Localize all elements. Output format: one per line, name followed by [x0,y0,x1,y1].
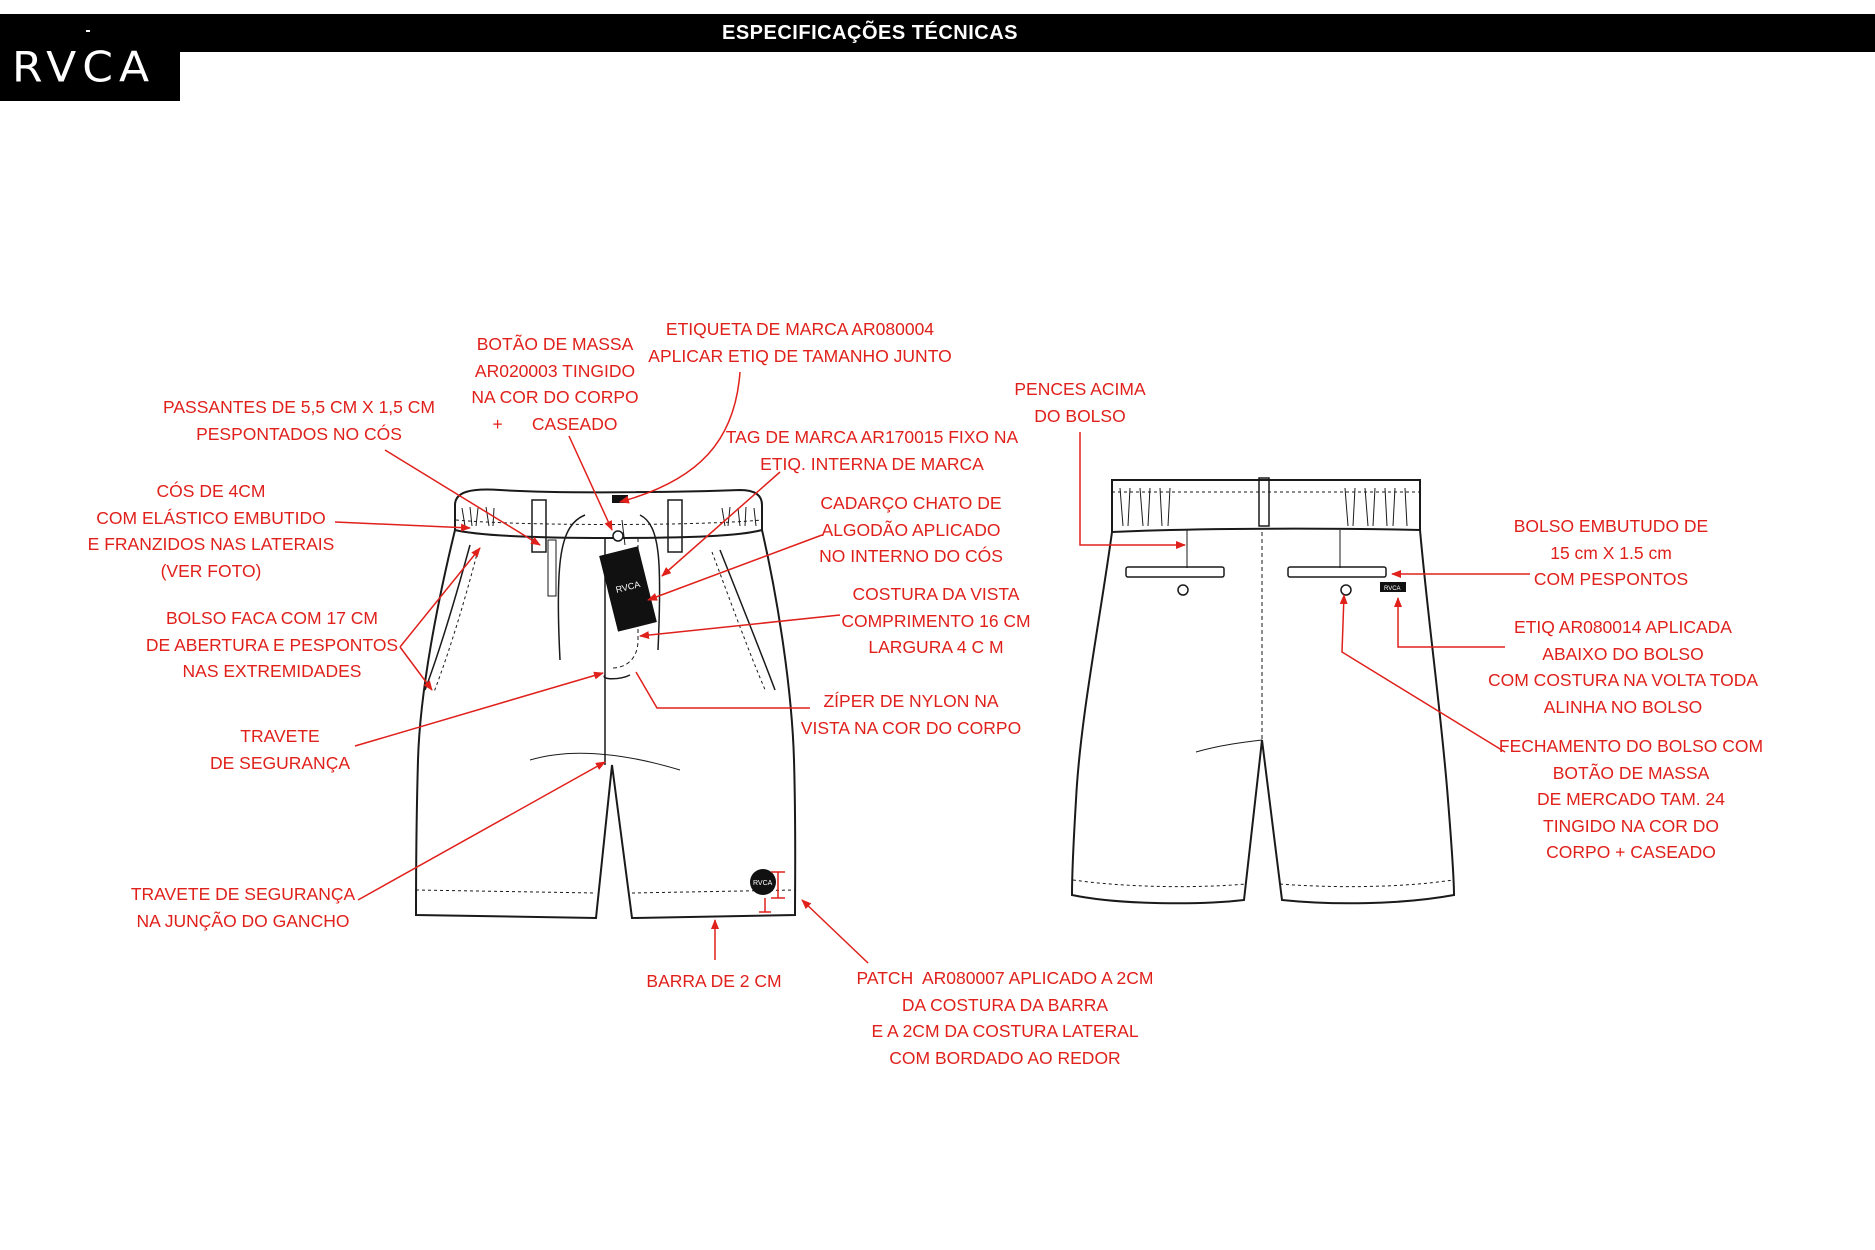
annotation-tag-marca: TAG DE MARCA AR170015 FIXO NA ETIQ. INTE… [726,424,1018,477]
annotation-line: PASSANTES DE 5,5 CM X 1,5 CM [163,397,435,417]
annotation-line: DA COSTURA DA BARRA [901,994,1109,1015]
annotation-line: BOTÃO DE MASSA [1552,762,1710,783]
annotation-line: NO INTERNO DO CÓS [819,546,1003,566]
annotation-line: COM ELÁSTICO EMBUTIDO [96,507,326,528]
annotation-line: ETIQ. INTERNA DE MARCA [760,453,984,474]
annotation-line: COSTURA DA VISTA [852,584,1020,604]
front-patch: RVCA [750,869,776,895]
annotation-line: ALGODÃO APLICADO [821,519,1001,540]
annotation-barra: BARRA DE 2 CM [646,968,781,995]
annotation-line: BOLSO EMBUTUDO DE [1513,516,1709,536]
annotation-line: COMPRIMENTO 16 CM [841,610,1031,631]
annotation-line: ALINHA NO BOLSO [1543,696,1703,717]
annotation-line: AR020003 TINGIDO [474,360,636,381]
annotation-line: (VER FOTO) [160,560,262,581]
annotation-line: APLICAR ETIQ DE TAMANHO JUNTO [648,345,952,366]
annotation-line: CADARÇO CHATO DE [820,493,1002,513]
annotation-cos: CÓS DE 4CM COM ELÁSTICO EMBUTIDO E FRANZ… [88,478,335,584]
front-patch-brand: RVCA [753,880,773,887]
annotation-line: BOLSO FACA COM 17 CM [166,608,378,628]
annotation-line: LARGURA 4 C M [868,637,1004,657]
annotation-line: CORPO + CASEADO [1546,842,1716,862]
annotation-line: CÓS DE 4CM [156,481,266,501]
page-title: ESPECIFICAÇÕES TÉCNICAS [722,22,1018,44]
brand-logo-text: RVCA [12,43,156,92]
annotation-line: PATCH AR080007 APLICADO A 2CM [856,968,1154,988]
leader-lines [334,371,1530,964]
annotation-line: 15 cm X 1.5 cm [1550,542,1672,563]
logo-dot [86,30,90,32]
annotation-line: E A 2CM DA COSTURA LATERAL [871,1021,1139,1041]
annotation-line: ETIQUETA DE MARCA AR080004 [665,319,935,339]
annotation-line: DE ABERTURA E PESPONTOS [145,634,399,655]
annotation-line: VISTA NA COR DO CORPO [800,717,1022,738]
front-hang-tag: RVCA [599,495,657,632]
annotation-line: NA JUNÇÃO DO GANCHO [136,910,350,931]
annotation-line: PENCES ACIMA [1014,379,1146,399]
annotation-pences: PENCES ACIMA DO BOLSO [1014,376,1145,429]
annotation-line: TAG DE MARCA AR170015 FIXO NA [725,427,1019,447]
front-shorts [414,488,797,920]
annotation-line: E FRANZIDOS NAS LATERAIS [87,534,335,554]
annotation-line: TRAVETE DE SEGURANÇA [130,884,356,904]
annotation-ziper: ZÍPER DE NYLON NA VISTA NA COR DO CORPO [801,688,1021,741]
back-label-brand: RVCA [1384,586,1401,592]
annotation-costura-vista: COSTURA DA VISTA COMPRIMENTO 16 CM LARGU… [841,581,1030,661]
annotation-botao-massa: BOTÃO DE MASSA AR020003 TINGIDO NA COR D… [471,331,638,437]
annotation-line: COM PESPONTOS [1533,569,1689,589]
front-waistband [454,488,763,540]
annotation-line: TINGIDO NA COR DO [1543,815,1719,836]
annotation-etiq-bolso: ETIQ AR080014 APLICADA ABAIXO DO BOLSO C… [1488,614,1758,720]
annotation-line: FECHAMENTO DO BOLSO COM [1498,736,1764,756]
annotation-line: NA COR DO CORPO [471,387,639,407]
annotation-line: NAS EXTREMIDADES [182,661,362,681]
annotation-line: COM COSTURA NA VOLTA TODA [1487,670,1759,690]
annotation-line: PESPONTADOS NO CÓS [196,423,402,444]
annotation-line: ABAIXO DO BOLSO [1542,643,1704,664]
annotation-patch: PATCH AR080007 APLICADO A 2CM DA COSTURA… [857,965,1154,1071]
back-waistband [1111,479,1421,534]
annotation-travete-gancho: TRAVETE DE SEGURANÇA NA JUNÇÃO DO GANCHO [131,881,355,934]
annotation-line: + CASEADO [492,413,618,434]
annotation-cadarco: CADARÇO CHATO DE ALGODÃO APLICADO NO INT… [819,490,1003,570]
back-shorts [1070,477,1456,905]
front-button [612,530,624,542]
annotation-line: COM BORDADO AO REDOR [889,1047,1121,1068]
annotation-bolso-faca: BOLSO FACA COM 17 CM DE ABERTURA E PESPO… [146,605,398,685]
annotation-line: ETIQ AR080014 APLICADA [1514,617,1732,637]
annotation-travete: TRAVETE DE SEGURANÇA [210,723,350,776]
annotation-line: DO BOLSO [1034,405,1126,426]
annotation-line: TRAVETE [240,726,320,746]
annotation-line: BARRA DE 2 CM [646,971,782,991]
back-label: RVCA [1380,582,1406,592]
annotation-fechamento: FECHAMENTO DO BOLSO COM BOTÃO DE MASSA D… [1499,733,1763,866]
annotation-line: ZÍPER DE NYLON NA [823,691,999,711]
annotation-bolso-embutido: BOLSO EMBUTUDO DE 15 cm X 1.5 cm COM PES… [1514,513,1708,593]
annotation-line: DE SEGURANÇA [209,752,351,773]
annotation-line: DE MERCADO TAM. 24 [1537,789,1725,809]
brand-logo: RVCA [0,14,180,101]
header-bar [0,14,1875,52]
annotation-line: BOTÃO DE MASSA [476,334,634,354]
annotation-etiqueta-marca: ETIQUETA DE MARCA AR080004 APLICAR ETIQ … [648,316,951,369]
annotation-passantes: PASSANTES DE 5,5 CM X 1,5 CM PESPONTADOS… [163,394,435,447]
